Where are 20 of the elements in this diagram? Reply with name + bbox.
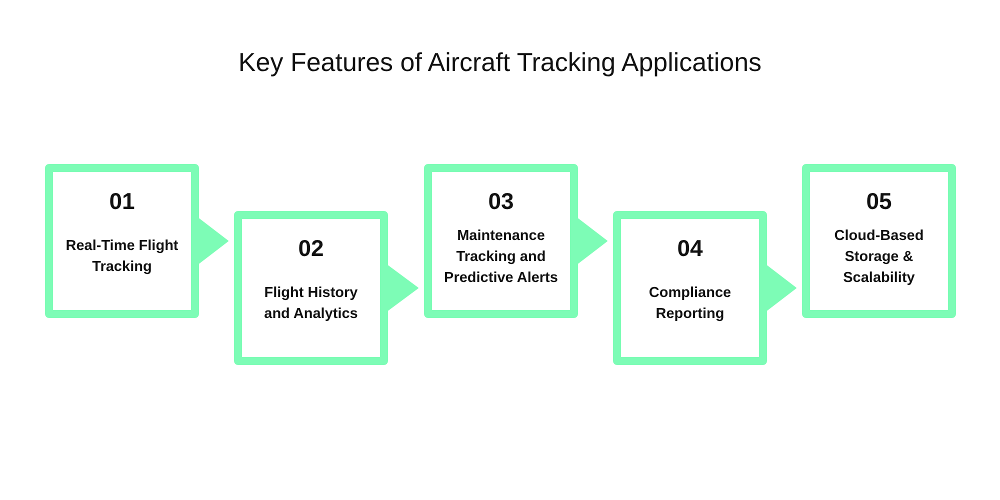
feature-label: Maintenance Tracking and Predictive Alerts — [443, 226, 559, 288]
feature-label: Real-Time Flight Tracking — [64, 237, 180, 277]
feature-card — [802, 164, 956, 318]
arrow — [198, 218, 228, 264]
arrow — [766, 264, 796, 312]
diagram-title: Key Features of Aircraft Tracking Applications — [238, 46, 762, 78]
step-number: 01 — [109, 187, 135, 215]
feature-label: Cloud-Based Storage & Scalability — [833, 226, 925, 288]
feature-card — [424, 164, 578, 318]
feature-label: Compliance Reporting — [648, 284, 732, 324]
step-number: 05 — [866, 187, 892, 215]
feature-card — [45, 164, 199, 318]
feature-label: Flight History and Analytics — [263, 284, 359, 324]
step-number: 04 — [677, 234, 703, 262]
step-number: 03 — [488, 187, 514, 215]
feature-card — [234, 211, 388, 365]
step-number: 02 — [298, 234, 324, 262]
arrow — [576, 218, 608, 264]
feature-card — [613, 211, 767, 365]
arrow — [386, 264, 418, 312]
